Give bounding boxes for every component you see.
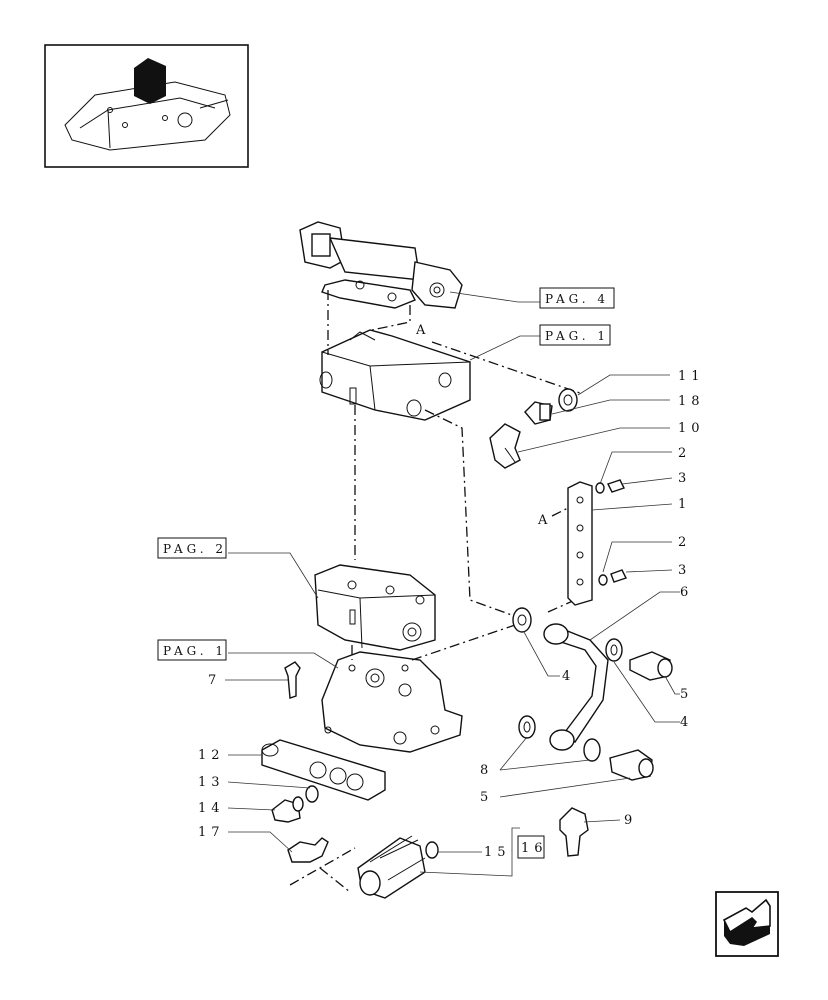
- part-4-left: 4: [562, 669, 575, 684]
- solenoid-valve-assembly: [299, 221, 463, 309]
- part-4-right: 4: [680, 715, 693, 730]
- part-13: 13: [198, 775, 225, 790]
- leader-lines: [225, 291, 680, 877]
- part-5-bottom: 5: [480, 790, 493, 805]
- part-8: 8: [480, 763, 493, 778]
- ref-pag1-bottom[interactable]: PAG. 1: [163, 644, 227, 658]
- part-10: 10: [678, 421, 705, 436]
- part-5-right: 5: [680, 687, 693, 702]
- part-9: 9: [624, 813, 637, 828]
- part-18: 18: [678, 394, 705, 409]
- part-6: 6: [680, 585, 693, 600]
- ref-pag4[interactable]: PAG. 4: [545, 292, 609, 306]
- section-a-side: A: [537, 513, 552, 528]
- part-12: 12: [198, 748, 225, 763]
- part-7: 7: [208, 673, 221, 688]
- part-2-top: 2: [678, 446, 691, 461]
- hydraulic-fittings: [489, 388, 673, 857]
- thumbnail-frame: [44, 44, 249, 168]
- part-17: 17: [198, 825, 225, 840]
- part-14: 14: [198, 801, 225, 816]
- hydraulic-lift-assembly-icon: [64, 58, 231, 151]
- ref-16[interactable]: 16: [521, 841, 548, 856]
- reference-boxes: [157, 287, 615, 859]
- part-2-mid: 2: [678, 535, 691, 550]
- lift-housing-base: [321, 651, 463, 753]
- distributor-block: [314, 564, 436, 651]
- part-11: 11: [678, 369, 705, 384]
- section-a-top: A: [415, 323, 430, 338]
- control-valve-block: [319, 329, 471, 421]
- next-page-arrow-icon[interactable]: [715, 891, 779, 957]
- part-1: 1: [678, 497, 691, 512]
- part-15: 15: [484, 845, 511, 860]
- ref-pag2[interactable]: PAG. 2: [163, 542, 227, 556]
- assembly-lines: [289, 290, 581, 893]
- part-3-mid: 3: [678, 563, 691, 578]
- part-3-top: 3: [678, 471, 691, 486]
- ref-pag1-top[interactable]: PAG. 1: [545, 329, 609, 343]
- coupler-parts: [261, 661, 439, 899]
